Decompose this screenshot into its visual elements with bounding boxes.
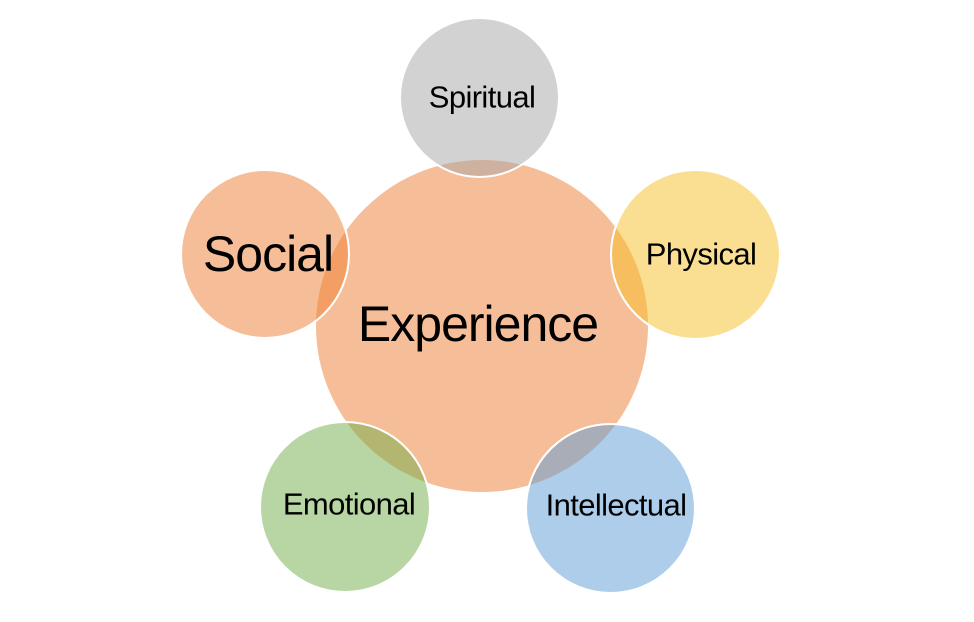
spiritual-circle (399, 17, 560, 178)
social-circle (180, 169, 350, 339)
intellectual-circle (525, 423, 696, 594)
physical-circle (610, 169, 781, 340)
emotional-circle (259, 421, 431, 593)
